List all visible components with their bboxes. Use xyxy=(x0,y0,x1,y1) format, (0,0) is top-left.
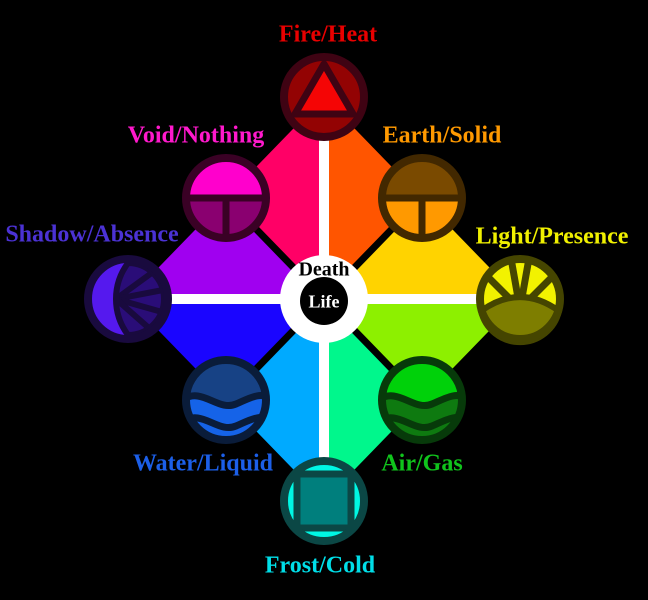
void-circle-outline xyxy=(182,154,270,242)
wedge-n-nw xyxy=(226,97,324,299)
frost-square-icon xyxy=(293,470,355,532)
wedge-e-se xyxy=(324,299,520,400)
label-shadow-absence: Shadow/Absence xyxy=(5,221,179,248)
death-label: Death xyxy=(298,258,350,281)
label-air-gas: Air/Gas xyxy=(381,450,463,477)
label-water-liquid: Water/Liquid xyxy=(132,450,274,477)
light-circle-outline xyxy=(476,255,564,343)
shadow-crescent-outline xyxy=(113,259,167,339)
earth-element xyxy=(378,154,466,242)
frost-element xyxy=(280,457,368,545)
earth-circle-outline xyxy=(378,154,466,242)
wedge-w-sw xyxy=(128,299,324,400)
wedge-n-ne xyxy=(324,97,422,299)
label-light-presence: Light/Presence xyxy=(475,223,629,250)
air-element xyxy=(378,356,466,444)
frost-circle-outline xyxy=(280,457,368,545)
shadow-fan-line-2 xyxy=(115,296,163,315)
shadow-crescent-fan-icon xyxy=(116,263,164,335)
life-circle xyxy=(300,277,348,325)
fire-triangle-icon xyxy=(291,60,357,118)
fire-element xyxy=(280,53,368,141)
light-element xyxy=(476,255,564,346)
air-circle-outline xyxy=(378,356,466,444)
water-element xyxy=(182,356,270,444)
wedge-s-sw xyxy=(226,299,324,501)
label-frost-cold: Frost/Cold xyxy=(264,552,376,579)
void-element xyxy=(182,154,270,242)
label-fire-heat: Fire/Heat xyxy=(278,21,378,48)
wedge-w-nw xyxy=(128,198,324,299)
life-label: Life xyxy=(308,291,340,312)
shadow-element xyxy=(84,255,172,343)
shadow-fan-line-3 xyxy=(114,296,152,332)
wedge-e-ne xyxy=(324,198,520,299)
label-void-nothing: Void/Nothing xyxy=(127,122,265,149)
shadow-circle-outline xyxy=(84,255,172,343)
water-circle-outline xyxy=(182,356,270,444)
wedges xyxy=(128,97,520,501)
shadow-fan-line-1 xyxy=(115,287,164,302)
label-earth-solid: Earth/Solid xyxy=(382,122,502,149)
shadow-fan-line-0 xyxy=(114,269,155,302)
wedge-s-se xyxy=(324,299,422,501)
